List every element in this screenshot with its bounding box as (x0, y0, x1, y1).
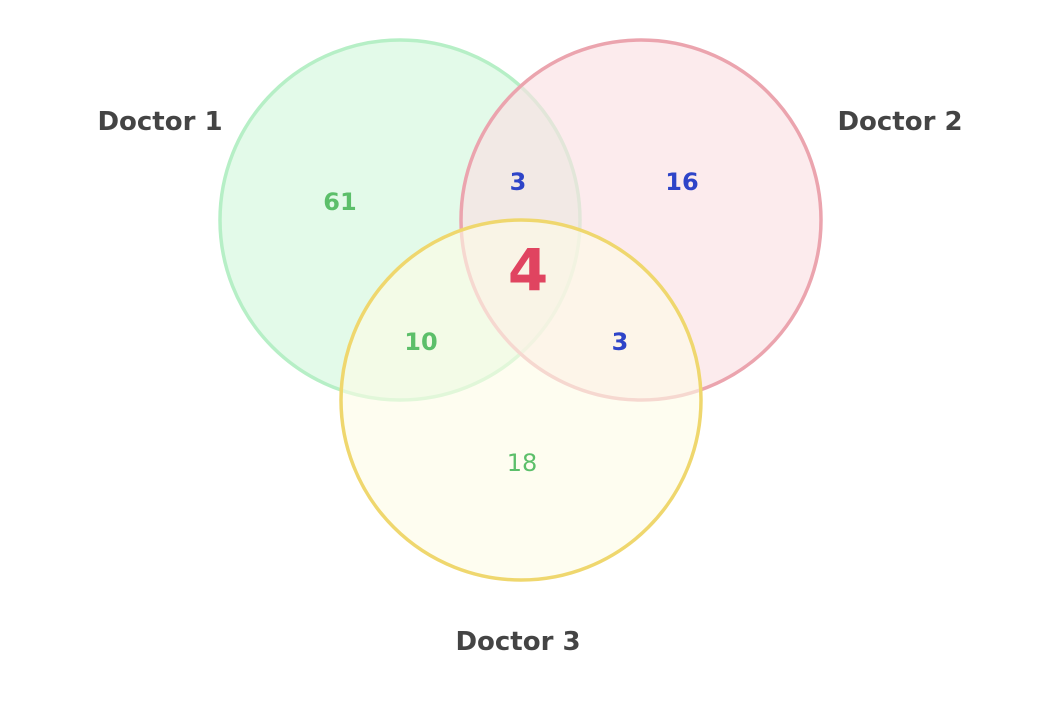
region-value-doctor-2-3: 3 (612, 328, 629, 356)
region-value-all-doctors: 4 (508, 236, 548, 304)
set-label-doctor-3: Doctor 3 (455, 627, 580, 657)
region-value-doctor-1-3: 10 (404, 328, 437, 356)
set-circles (218, 38, 823, 582)
region-value-doctor-3-only: 18 (507, 449, 538, 477)
set-label-doctor-1: Doctor 1 (97, 107, 222, 137)
region-value-doctor-1-only: 61 (323, 188, 356, 216)
set-label-doctor-2: Doctor 2 (837, 107, 962, 137)
region-values: 61 16 18 3 10 3 4 (323, 168, 698, 477)
region-value-doctor-2-only: 16 (665, 168, 698, 196)
region-value-doctor-1-2: 3 (510, 168, 527, 196)
circle-doctor-3 (339, 218, 703, 582)
set-labels: Doctor 1 Doctor 2 Doctor 3 (97, 107, 962, 657)
